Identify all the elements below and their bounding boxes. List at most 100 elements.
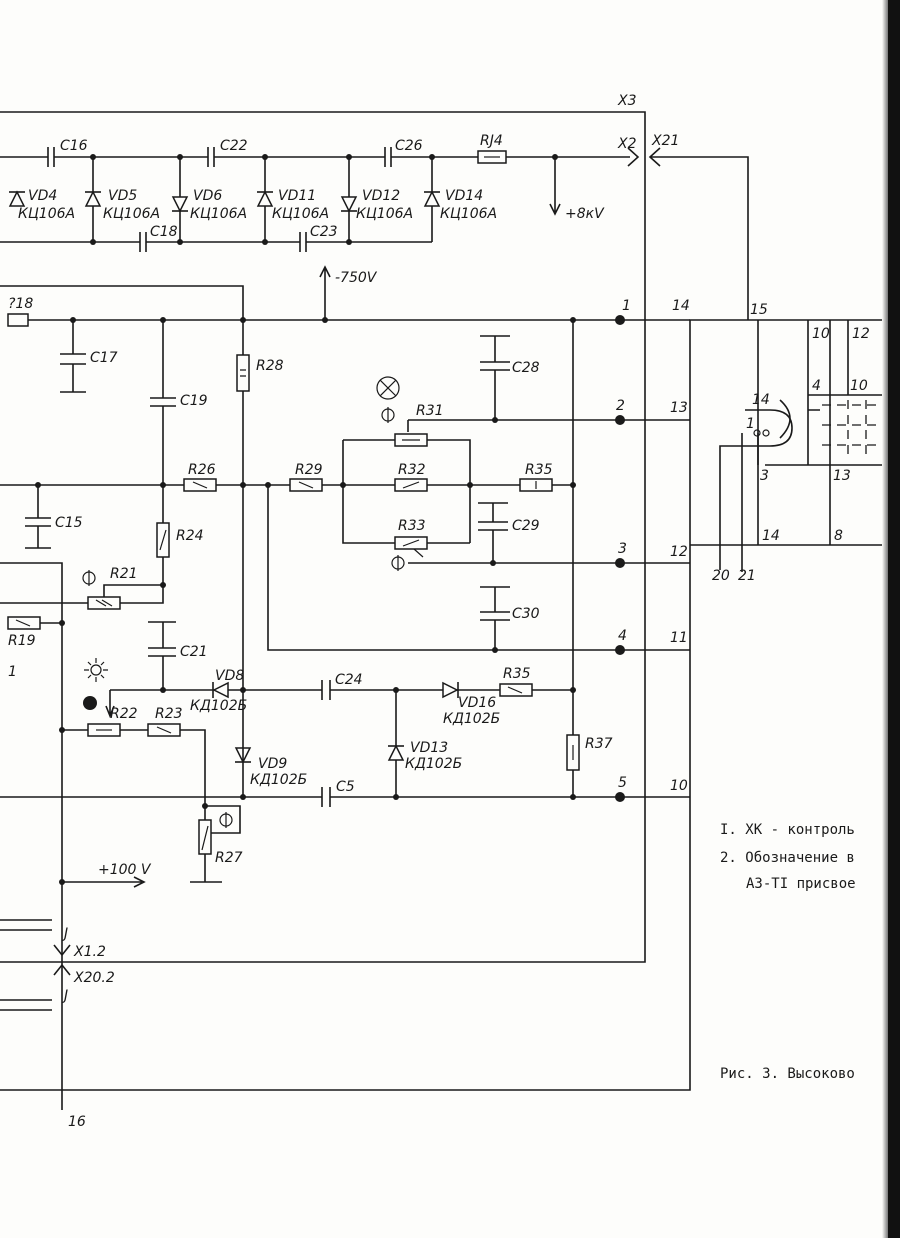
- c5-label: C5: [336, 779, 355, 795]
- lower-left-wires: [0, 919, 52, 1011]
- pin4-label: 4: [618, 628, 627, 644]
- c29-label: C29: [512, 518, 540, 534]
- r32-label: R32: [398, 462, 426, 478]
- r37-resistor: [566, 734, 580, 771]
- r27-wires: [190, 805, 241, 883]
- vd6-diode: [171, 196, 189, 213]
- x20-2-connector: [53, 963, 71, 976]
- pin10-label: 10: [670, 778, 688, 794]
- figure-caption: Рис. 3. Высоково: [720, 1066, 855, 1082]
- pin4-wire: [267, 485, 690, 651]
- note-3: А3-ТI присвое: [746, 876, 856, 892]
- c19-label: C19: [180, 393, 208, 409]
- note-1: I. ХК - контроль: [720, 822, 855, 838]
- r24-wires: [120, 485, 164, 604]
- plus8kv-arrow: [549, 157, 561, 216]
- r24-label: R24: [176, 528, 204, 544]
- c23-capacitor: [299, 232, 307, 252]
- r18-resistor: [7, 313, 29, 327]
- r27-resistor: [198, 819, 212, 855]
- r21-resistor: [87, 596, 121, 610]
- r19-label: R19: [8, 633, 36, 649]
- vd11-label: VD11: [278, 188, 316, 204]
- c21-capacitor: [148, 621, 176, 690]
- frame-right-box: [0, 319, 900, 1091]
- vd4-diode: [8, 190, 26, 207]
- tube-10-label: 10: [812, 326, 830, 342]
- vd8-type: КД102Б: [190, 698, 247, 714]
- plus100-label: +100 V: [98, 862, 152, 878]
- tube-14b-label: 14: [762, 528, 780, 544]
- vd5-type: КЦ106А: [103, 206, 160, 222]
- resistor-ladder: [342, 439, 471, 544]
- left-supply-wire: [0, 562, 88, 1110]
- indicator-dot: [83, 696, 97, 710]
- vd13-type: КД102Б: [405, 756, 462, 772]
- note-2: 2. Обозначение в: [720, 850, 855, 866]
- tube-12-label: 12: [852, 326, 870, 342]
- r18-label: ?18: [8, 296, 33, 312]
- r22-wiper: [105, 690, 115, 719]
- tube-pin2: [762, 429, 770, 437]
- vd9-type: КД102Б: [250, 772, 307, 788]
- plus8kv-label: +8кV: [565, 206, 605, 222]
- x1-2-connector: [53, 944, 71, 957]
- pin12-label: 12: [670, 544, 688, 560]
- c15-capacitor: [25, 485, 51, 549]
- vd13-diode: [387, 744, 405, 761]
- c15-label: C15: [55, 515, 83, 531]
- vd14-diode: [423, 190, 441, 207]
- r23-label: R23: [155, 706, 183, 722]
- c23-label: C23: [310, 224, 338, 240]
- r24-resistor: [156, 522, 170, 558]
- plus100-arrow: [62, 876, 146, 888]
- j3a-label: J: [61, 926, 68, 942]
- r21-label: R21: [110, 566, 138, 582]
- c24-label: C24: [335, 672, 363, 688]
- r35b-resistor: [499, 683, 533, 697]
- tube-8-label: 8: [834, 528, 843, 544]
- phi-symbol-r31: [381, 407, 395, 423]
- vd5-diode: [84, 190, 102, 207]
- c22-capacitor: [207, 147, 215, 167]
- c17-capacitor: [60, 320, 86, 393]
- r26-label: R26: [188, 462, 216, 478]
- main-junctions: [35, 317, 576, 885]
- r29-label: R29: [295, 462, 323, 478]
- r26-resistor: [183, 478, 217, 492]
- c24-capacitor: [321, 680, 331, 700]
- r27-label: R27: [215, 850, 243, 866]
- pin3-label: 3: [618, 541, 627, 557]
- c22-label: C22: [220, 138, 248, 154]
- wire16-label: 16: [68, 1114, 86, 1130]
- r35a-label: R35: [525, 462, 553, 478]
- r21-wiper: [103, 584, 163, 597]
- tube-21-label: 21: [738, 568, 756, 584]
- pin13-label: 13: [670, 400, 688, 416]
- vd9-label: VD9: [258, 756, 287, 772]
- scan-edge-shadow: [882, 0, 888, 1238]
- c18-label: C18: [150, 224, 178, 240]
- vd12-label: VD12: [362, 188, 400, 204]
- x21-label: X21: [651, 133, 679, 149]
- phi-symbol-r33: [391, 555, 405, 571]
- left-stub-label: 1: [8, 664, 17, 680]
- tube-outline: [757, 320, 900, 545]
- vd8-label: VD8: [215, 668, 244, 684]
- vd11-type: КЦ106А: [272, 206, 329, 222]
- vd12-type: КЦ106А: [356, 206, 413, 222]
- minus750-label: -750V: [335, 270, 378, 286]
- vd14-type: КЦ106А: [440, 206, 497, 222]
- c18-capacitor: [139, 232, 147, 252]
- pin15-label: 15: [750, 302, 768, 318]
- rj4-label: RJ4: [480, 133, 503, 149]
- r22-label: R22: [110, 706, 138, 722]
- j3b-label: J: [61, 988, 68, 1004]
- x20-2-label: X20.2: [73, 970, 115, 986]
- r28-label: R28: [256, 358, 284, 374]
- vd8-diode: [212, 681, 229, 699]
- tube-13-label: 13: [833, 468, 851, 484]
- r32-resistor: [394, 478, 428, 492]
- r22-resistor: [87, 723, 121, 737]
